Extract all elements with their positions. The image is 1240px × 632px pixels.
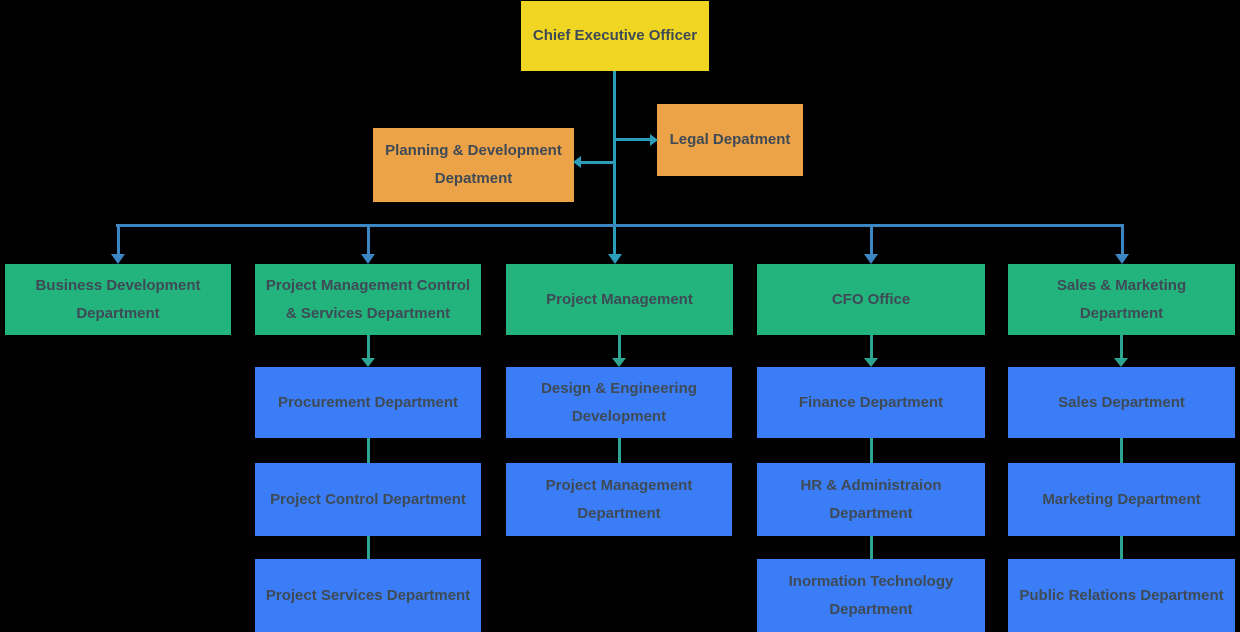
connector-project-control-to-project-services [367,536,370,559]
connector-division-distribution [116,224,1124,227]
arrowhead-to-project-management [608,254,622,264]
connector-projectmgmt-to-design-engineering [618,335,621,358]
connector-pmcontrol-to-procurement [367,335,370,358]
connector-elbow-cfo-office [870,224,873,254]
node-legal-depatment: Legal Depatment [657,104,803,176]
node-chief-executive-officer: Chief Executive Officer [521,1,709,71]
node-project-management-control-services-department: Project Management Control & Services De… [255,264,481,335]
node-project-services-department: Project Services Department [255,559,481,632]
node-design-engineering-development: Design & Engineering Development [506,367,732,438]
node-hr-administraion-department: HR & Administraion Department [757,463,985,536]
node-finance-department: Finance Department [757,367,985,438]
arrowhead-to-legal [650,134,658,146]
arrowhead-to-planning [573,156,581,168]
node-planning-development-depatment: Planning & Development Depatment [373,128,574,202]
arrowhead-to-cfo-office [864,254,878,264]
arrowhead-to-finance [864,358,878,367]
arrowhead-to-sales-marketing [1115,254,1129,264]
connector-elbow-pm-control [367,224,370,254]
node-marketing-department: Marketing Department [1008,463,1235,536]
node-project-control-department: Project Control Department [255,463,481,536]
node-inormation-technology-department: Inormation Technology Department [757,559,985,632]
node-cfo-office: CFO Office [757,264,985,335]
connector-to-legal [615,138,651,141]
node-sales-department: Sales Department [1008,367,1235,438]
node-procurement-department: Procurement Department [255,367,481,438]
connector-procurement-to-project-control [367,438,370,463]
connector-finance-to-hr-admin [870,438,873,463]
connector-design-engineering-to-pm-department [618,438,621,463]
connector-hr-admin-to-it [870,536,873,559]
connector-to-planning [580,161,615,164]
node-project-management: Project Management [506,264,733,335]
connector-elbow-sales-marketing [1121,224,1124,254]
node-public-relations-department: Public Relations Department [1008,559,1235,632]
connector-sales-to-marketing [1120,438,1123,463]
arrowhead-to-sales [1114,358,1128,367]
node-business-development-department: Business Development Department [5,264,231,335]
connector-salesmarketing-to-sales [1120,335,1123,358]
connector-cfo-to-finance [870,335,873,358]
connector-elbow-business-development [117,224,120,254]
connector-marketing-to-public-relations [1120,536,1123,559]
node-project-management-department: Project Management Department [506,463,732,536]
node-sales-marketing-department: Sales & Marketing Department [1008,264,1235,335]
arrowhead-to-procurement [361,358,375,367]
arrowhead-to-business-development [111,254,125,264]
arrowhead-to-design-engineering [612,358,626,367]
arrowhead-to-pm-control [361,254,375,264]
